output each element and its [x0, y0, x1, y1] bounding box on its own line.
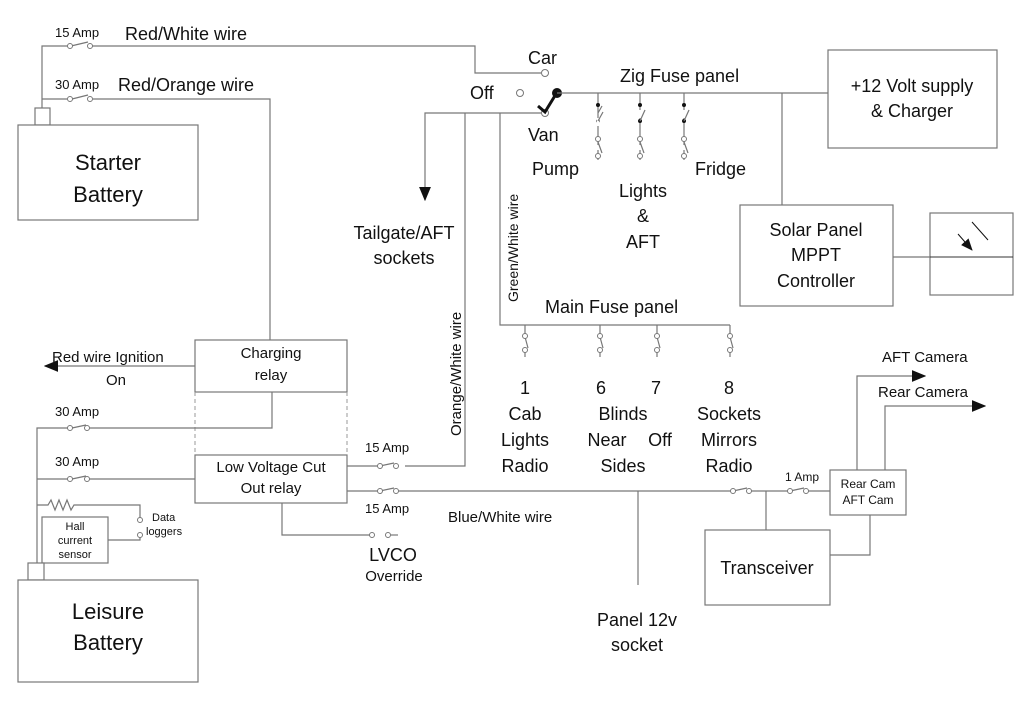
tailgate-wire	[419, 112, 541, 202]
leisure-battery-label-1: Leisure	[72, 599, 144, 624]
fuse-number: 8	[724, 378, 734, 398]
charging-relay: Charging relay Red wire Ignition On 30 A…	[36, 339, 348, 563]
leisure-battery-label-2: Battery	[73, 630, 143, 655]
solar-panel-icon	[929, 212, 1014, 296]
lvco-label-1: Low Voltage Cut	[216, 459, 326, 476]
charging-relay-label-1: Charging	[241, 345, 302, 362]
starter-battery-label-2: Battery	[73, 182, 143, 207]
transceiver: Transceiver	[704, 491, 871, 606]
starter-battery-label-1: Starter	[75, 150, 141, 175]
cam-box-label-2: AFT Cam	[842, 493, 893, 507]
transceiver-label: Transceiver	[720, 558, 813, 578]
red-white-wire: 15 Amp Red/White wire	[41, 24, 541, 108]
supply-charger: +12 Volt supply & Charger	[827, 49, 998, 149]
circuit-label: Radio	[705, 456, 752, 476]
solar-label-1: Solar Panel	[769, 220, 862, 240]
panel-socket-label-1: Panel 12v	[597, 610, 677, 630]
hall-label-2: current	[58, 535, 92, 547]
green-white-wire	[499, 113, 730, 326]
fuse-label: 15 Amp	[365, 501, 409, 516]
circuit-label: Cab	[508, 404, 541, 424]
fuse-label: 15 Amp	[55, 25, 99, 40]
circuit-label: Sockets	[697, 404, 761, 424]
solar-label-3: Controller	[777, 271, 855, 291]
solar-controller: Solar Panel MPPT Controller	[739, 93, 930, 307]
starter-battery: Starter Battery	[17, 107, 199, 221]
hall-label-3: sensor	[58, 549, 91, 561]
fuse-label: 30 Amp	[55, 77, 99, 92]
data-loggers-label-1: Data	[152, 512, 176, 524]
tailgate-label-1: Tailgate/AFT	[353, 223, 454, 243]
selector-switch: Car Off Van	[470, 48, 562, 145]
circuit-label: Sides	[600, 456, 645, 476]
fuse-label: 15 Amp	[365, 440, 409, 455]
ignition-label-2: On	[106, 372, 126, 389]
switch-van-label: Van	[528, 125, 559, 145]
data-loggers-label-2: loggers	[146, 526, 183, 538]
main-fuse-panel: Main Fuse panel 1 Cab Lights Radio 6 Bli…	[501, 297, 761, 476]
fuse-number: 1	[520, 378, 530, 398]
pump-label: Pump	[532, 159, 579, 179]
wire-label: Red/Orange wire	[118, 75, 254, 95]
switch-car-label: Car	[528, 48, 557, 68]
aft-camera-label: AFT Camera	[882, 349, 968, 366]
switch-off-label: Off	[470, 83, 495, 103]
lvco-override-label-2: Override	[365, 568, 423, 585]
supply-label-2: & Charger	[871, 101, 953, 121]
green-white-label: Green/White wire	[505, 194, 521, 302]
red-orange-wire: 30 Amp Red/Orange wire	[42, 75, 271, 340]
circuit-label: Mirrors	[701, 430, 757, 450]
circuit-label: Near	[587, 430, 626, 450]
orange-white-label: Orange/White wire	[448, 312, 465, 436]
circuit-label: Lights	[501, 430, 549, 450]
lights-label-1: Lights	[619, 181, 667, 201]
cam-box-label-1: Rear Cam	[841, 477, 896, 491]
rear-camera-label: Rear Camera	[878, 384, 969, 401]
leisure-battery: Leisure Battery	[17, 562, 199, 683]
lvco-override-label-1: LVCO	[369, 545, 417, 565]
fuse-number: 7	[651, 378, 661, 398]
wire-label: Red/White wire	[125, 24, 247, 44]
lvco-label-2: Out relay	[241, 480, 302, 497]
hall-sensor-loggers: Hall current sensor Data loggers	[37, 498, 183, 564]
main-panel-title: Main Fuse panel	[545, 297, 678, 317]
circuit-label: Radio	[501, 456, 548, 476]
tailgate-label-2: sockets	[373, 248, 434, 268]
camera-box: 1 Amp Rear Cam AFT Cam AFT Camera Rear C…	[785, 349, 987, 516]
orange-white-wire	[405, 113, 466, 467]
lvco-relay: 30 Amp Low Voltage Cut Out relay 15 Amp …	[37, 440, 830, 585]
fuse-label: 30 Amp	[55, 404, 99, 419]
charging-relay-label-2: relay	[255, 367, 288, 384]
fuse-label: 1 Amp	[785, 470, 819, 484]
fuse-label: 30 Amp	[55, 454, 99, 469]
panel-socket-label-2: socket	[611, 635, 663, 655]
circuit-label: Blinds	[598, 404, 647, 424]
circuit-label: Off	[648, 430, 673, 450]
fuse-number: 6	[596, 378, 606, 398]
supply-label-1: +12 Volt supply	[851, 76, 974, 96]
zig-panel-title: Zig Fuse panel	[620, 66, 739, 86]
fridge-label: Fridge	[695, 159, 746, 179]
zig-fuse-panel: Zig Fuse panel Pump Lights & AFT Fridge	[532, 66, 828, 252]
solar-label-2: MPPT	[791, 245, 841, 265]
lights-label-3: AFT	[626, 232, 660, 252]
hall-label-1: Hall	[66, 521, 85, 533]
lights-label-2: &	[637, 206, 649, 226]
ignition-label-1: Red wire Ignition	[52, 349, 164, 366]
blue-white-label: Blue/White wire	[448, 509, 552, 526]
